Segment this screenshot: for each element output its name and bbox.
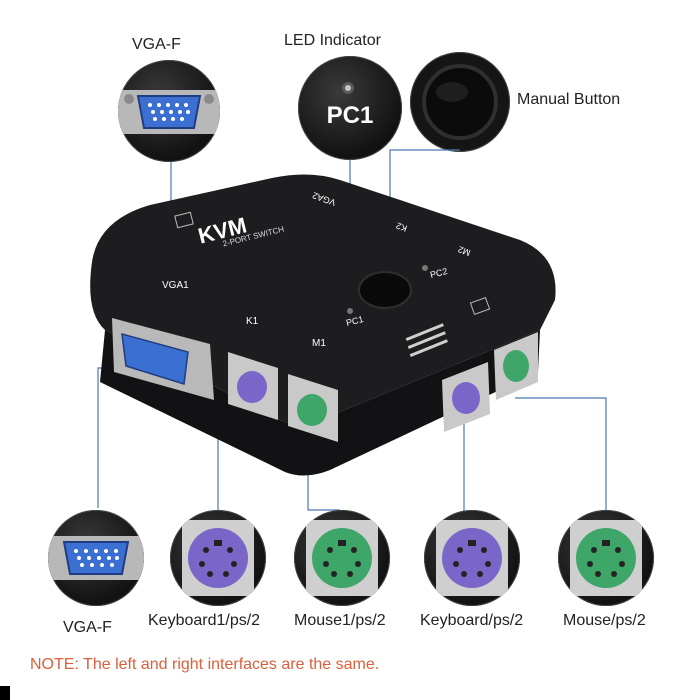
led-pc1-text: PC1 bbox=[326, 102, 374, 129]
note-text: NOTE: The left and right interfaces are … bbox=[30, 656, 380, 673]
led-indicator-label: LED Indicator bbox=[284, 32, 381, 49]
keyboard2-label: Keyboard/ps/2 bbox=[420, 612, 524, 629]
device-vga1-text: VGA1 bbox=[162, 280, 189, 291]
device-m1-port bbox=[288, 374, 338, 442]
vga-f-bottom-label: VGA-F bbox=[63, 619, 112, 636]
keyboard2-port-zoom bbox=[424, 510, 520, 606]
push-button-icon bbox=[422, 64, 498, 140]
led-icon bbox=[342, 82, 354, 94]
vga-port-zoom-top bbox=[118, 60, 220, 162]
led-indicator-zoom: PC1 bbox=[298, 56, 402, 160]
mouse1-label: Mouse1/ps/2 bbox=[294, 612, 386, 629]
device-k2-port bbox=[442, 362, 490, 432]
mouse2-label: Mouse/ps/2 bbox=[563, 612, 646, 629]
vga-f-top-label: VGA-F bbox=[132, 36, 181, 53]
vga-port-icon bbox=[48, 536, 144, 580]
keyboard1-port-zoom bbox=[170, 510, 266, 606]
device-vga1-port bbox=[112, 318, 214, 400]
corner-mark bbox=[0, 686, 10, 700]
device-m1-text: M1 bbox=[312, 338, 326, 349]
ps2-mouse-port-icon bbox=[306, 520, 378, 596]
vga-port-icon bbox=[118, 90, 220, 134]
vga-port-zoom-bottom bbox=[48, 510, 144, 606]
mouse2-port-zoom bbox=[558, 510, 654, 606]
device-k1-port bbox=[228, 352, 278, 420]
ps2-keyboard-port-icon bbox=[436, 520, 508, 596]
device-m2-port bbox=[494, 332, 538, 400]
manual-button-zoom bbox=[410, 52, 510, 152]
ps2-keyboard-port-icon bbox=[182, 520, 254, 596]
mouse1-port-zoom bbox=[294, 510, 390, 606]
keyboard1-label: Keyboard1/ps/2 bbox=[148, 612, 261, 629]
device-k1-text: K1 bbox=[246, 316, 259, 327]
ps2-mouse-port-icon bbox=[570, 520, 642, 596]
manual-button-label: Manual Button bbox=[517, 91, 621, 108]
